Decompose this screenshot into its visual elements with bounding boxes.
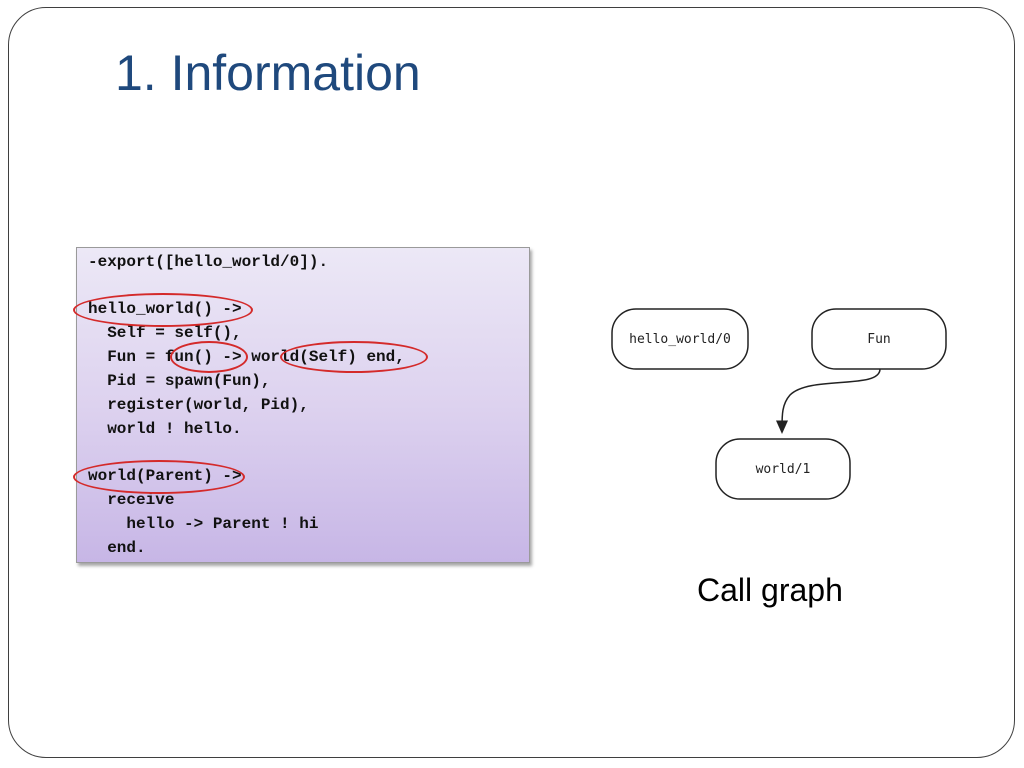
call-graph: hello_world/0 Fun world/1 bbox=[611, 308, 947, 500]
code-line: register(world, Pid), bbox=[88, 396, 309, 414]
node-hello-world-label: hello_world/0 bbox=[629, 332, 731, 347]
node-hello-world: hello_world/0 bbox=[611, 308, 749, 370]
code-line: receive bbox=[88, 491, 175, 509]
code-line: world ! hello. bbox=[88, 420, 242, 438]
node-fun: Fun bbox=[811, 308, 947, 370]
code-line: end. bbox=[88, 539, 146, 557]
call-graph-caption: Call graph bbox=[697, 572, 843, 608]
slide-title: 1. Information bbox=[115, 45, 421, 101]
node-fun-label: Fun bbox=[867, 332, 890, 347]
highlight-hello-world-ellipse bbox=[73, 293, 253, 327]
highlight-fun-ellipse bbox=[170, 341, 248, 373]
code-line: -export([hello_world/0]). bbox=[88, 253, 329, 271]
code-line: Self = self(), bbox=[88, 324, 242, 342]
edge-fun-to-world bbox=[776, 368, 881, 434]
code-line: Pid = spawn(Fun), bbox=[88, 372, 271, 390]
code-line: hello -> Parent ! hi bbox=[88, 515, 319, 533]
highlight-world-parent-ellipse bbox=[73, 460, 245, 494]
node-world-label: world/1 bbox=[756, 462, 811, 477]
node-world: world/1 bbox=[715, 438, 851, 500]
highlight-world-self-ellipse bbox=[280, 341, 428, 373]
